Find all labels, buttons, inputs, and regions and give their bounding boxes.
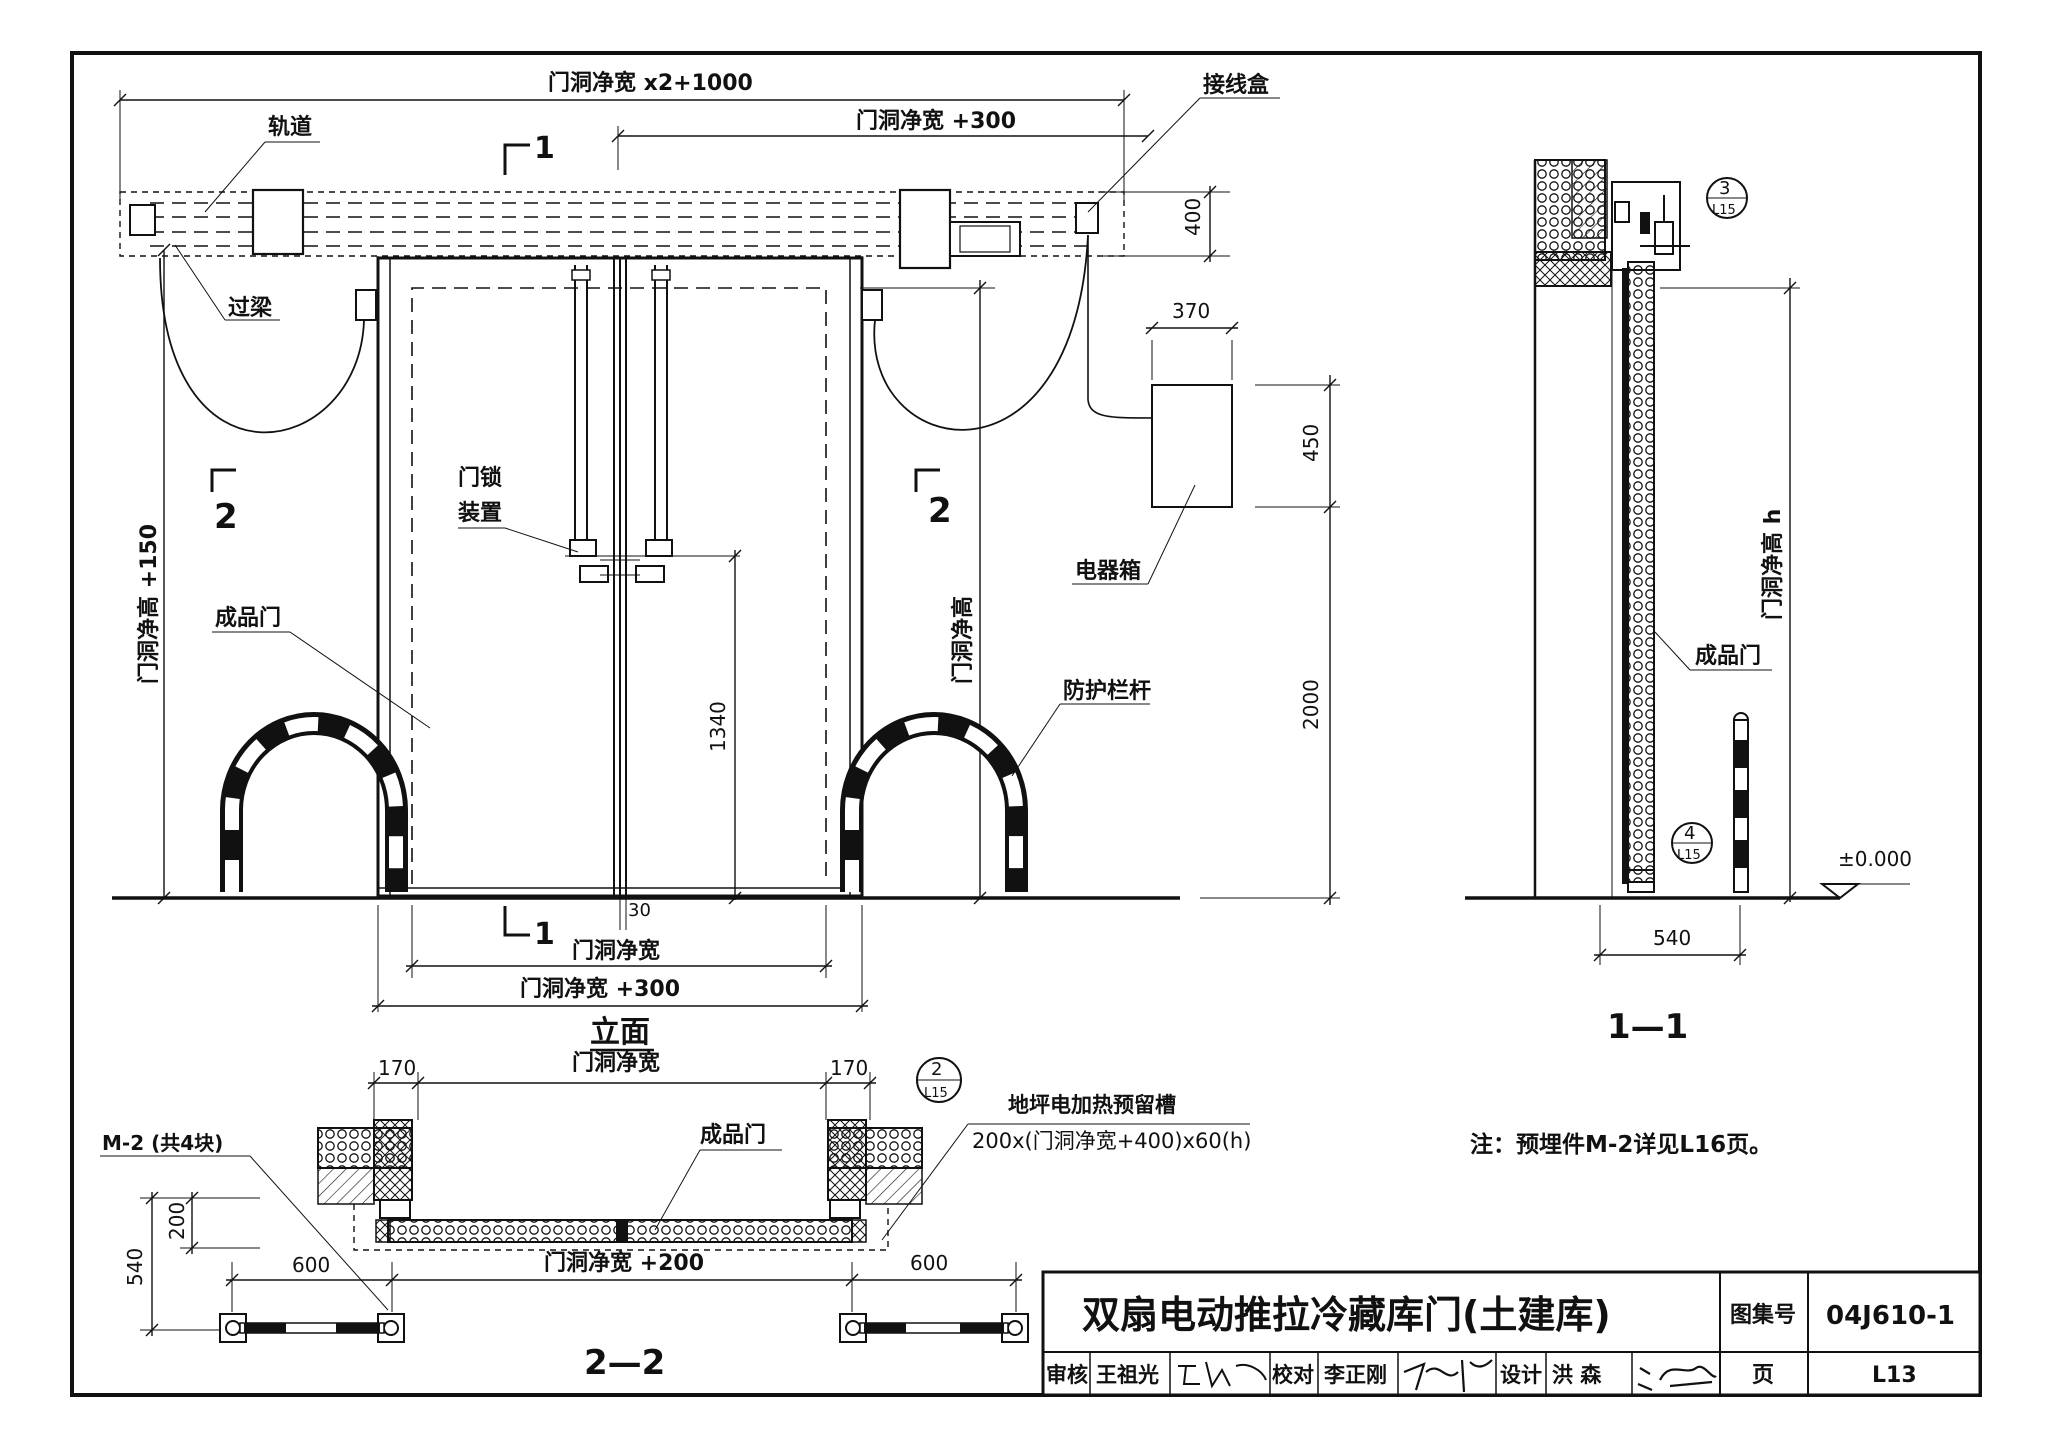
guardrail-plan-right: [839, 1313, 1029, 1343]
track-label: 轨道: [268, 114, 312, 140]
elevation-caption: 立面: [590, 1015, 650, 1050]
section11-door-label: 成品门: [1695, 643, 1761, 669]
w600-left-label: 600: [292, 1253, 330, 1277]
elevation-view: 门洞净宽 x2+1000 门洞净宽 +300 1 轨道 过梁 接线盒: [112, 70, 1340, 1052]
detail-2-number: 2: [931, 1059, 942, 1080]
atlas-number: 04J610-1: [1826, 1301, 1955, 1331]
dim-370-label: 370: [1172, 299, 1210, 323]
section-1-top-mark: 1: [534, 131, 555, 166]
detail-3-number: 3: [1719, 178, 1730, 199]
reviewer-label: 审核: [1046, 1363, 1088, 1387]
dim-right-label: 门洞净宽 +300: [856, 108, 1016, 134]
designer-label: 设计: [1500, 1363, 1542, 1387]
guardrail-plan-left: [219, 1313, 405, 1343]
section11-height-label: 门洞净高 h: [1760, 509, 1786, 620]
finished-door-label: 成品门: [215, 605, 281, 631]
h540-label: 540: [123, 1248, 147, 1286]
section22-clear-width-label: 门洞净宽: [572, 1050, 660, 1076]
designer-name: 洪 森: [1552, 1363, 1602, 1387]
section-2-2-view: 170 170 门洞净宽 2 L15 成品门 地坪电加热预留槽 200x(门洞净…: [100, 1050, 1251, 1383]
gap-30-label: 30: [628, 900, 651, 921]
door-lock: [565, 265, 680, 583]
reviewer-name: 王祖光: [1096, 1363, 1159, 1387]
section-1-bottom-mark: 1: [534, 917, 555, 952]
w600-right-label: 600: [910, 1251, 948, 1275]
lock-label-line2: 装置: [458, 501, 502, 526]
level-label: ±0.000: [1838, 847, 1912, 871]
detail-4-number: 4: [1684, 823, 1695, 844]
section-1-1-view: 3 L15 4 L15 门洞净高 h 成品门 ±0.000 540 1—1: [1465, 159, 1912, 1047]
detail-3-ref: L15: [1712, 203, 1736, 218]
guardrail-label: 防护栏杆: [1063, 678, 1151, 704]
page-label: 页: [1752, 1363, 1774, 1388]
section22-caption: 2—2: [584, 1343, 665, 1383]
clear-height-label: 门洞净高: [950, 596, 976, 684]
h200-label: 200: [165, 1202, 189, 1240]
dim-2000-label: 2000: [1299, 679, 1323, 730]
drawing-title: 双扇电动推拉冷藏库门(土建库): [1082, 1293, 1611, 1337]
clear-width-300-label: 门洞净宽 +300: [520, 976, 680, 1002]
checker-name: 李正刚: [1323, 1363, 1387, 1387]
w170-left-label: 170: [378, 1056, 416, 1080]
heating-slot-line2: 200x(门洞净宽+400)x60(h): [972, 1129, 1251, 1153]
junction-box-label: 接线盒: [1203, 72, 1270, 98]
dim-total-label: 门洞净宽 x2+1000: [548, 70, 753, 96]
heating-slot-line1: 地坪电加热预留槽: [1008, 1093, 1176, 1117]
sheet-border: [70, 51, 1982, 1397]
electric-box-label: 电器箱: [1075, 558, 1141, 584]
detail-2-ref: L15: [924, 1086, 948, 1101]
section22-door-label: 成品门: [700, 1122, 766, 1148]
designer-signature: [1637, 1365, 1717, 1392]
checker-label: 校对: [1272, 1363, 1314, 1387]
atlas-label: 图集号: [1730, 1302, 1796, 1328]
section11-540-label: 540: [1653, 926, 1691, 950]
section-2-right-mark: 2: [928, 491, 952, 531]
electric-box: [1151, 384, 1233, 508]
lock-label-line1: 门锁: [458, 465, 502, 491]
clear-width-200-label: 门洞净宽 +200: [544, 1250, 704, 1276]
reviewer-signature: [1178, 1361, 1267, 1389]
dim-450-label: 450: [1299, 424, 1323, 462]
note-text: 注：预埋件M-2详见L16页。: [1470, 1131, 1772, 1158]
lintel-label: 过梁: [228, 296, 272, 321]
title-block: 双扇电动推拉冷藏库门(土建库) 图集号 04J610-1 审核 王祖光 校对 李…: [1041, 1270, 1982, 1397]
clear-width-label: 门洞净宽: [572, 938, 660, 964]
detail-4-ref: L15: [1677, 848, 1701, 863]
checker-signature: [1403, 1359, 1493, 1393]
guardrail-left: [220, 712, 408, 892]
m2-label: M-2 (共4块): [102, 1131, 223, 1155]
section-2-left-mark: 2: [214, 497, 238, 537]
left-height-label: 门洞净高 +150: [136, 524, 162, 684]
page-number: L13: [1872, 1363, 1917, 1388]
guardrail-right: [840, 712, 1028, 892]
section11-caption: 1—1: [1607, 1007, 1688, 1047]
w170-right-label: 170: [830, 1056, 868, 1080]
dim-1340-label: 1340: [706, 701, 730, 752]
dim-400-label: 400: [1181, 198, 1205, 236]
